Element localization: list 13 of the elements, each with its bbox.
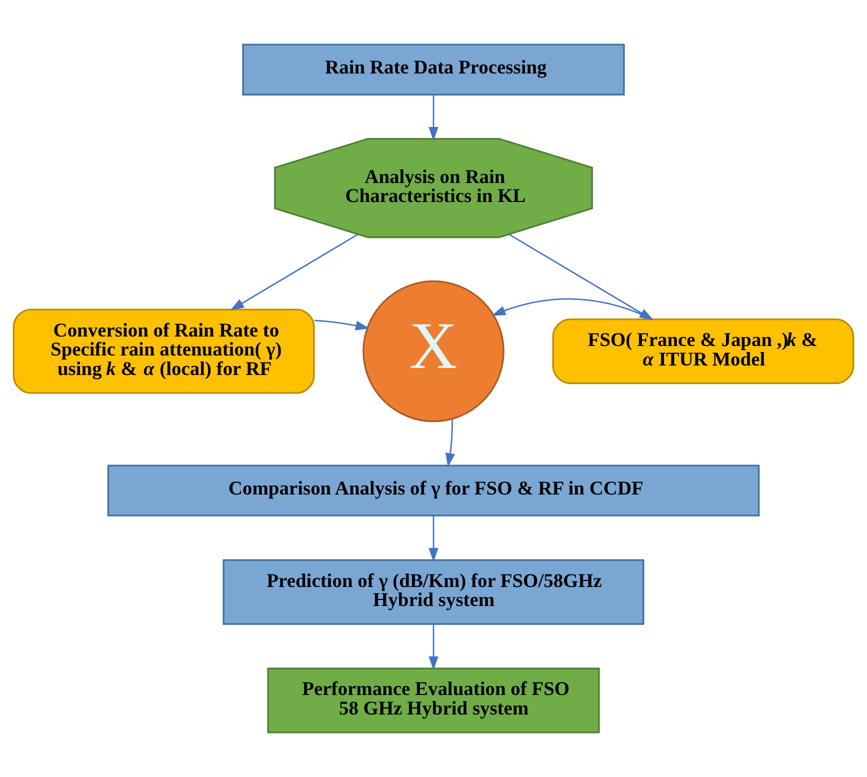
arrow bbox=[428, 516, 438, 562]
arrow bbox=[445, 418, 456, 468]
arrow bbox=[428, 94, 438, 141]
node-box: Comparison Analysis of γ for FSO & RF in CCDF bbox=[107, 464, 760, 516]
arrow bbox=[314, 320, 370, 330]
node-circle: X bbox=[362, 280, 504, 422]
node-box: Conversion of Rain Rate to Specific rain attenuation( γ) using k & α (local) for RF bbox=[12, 308, 315, 394]
node-box: Performance Evaluation of FSO 58 GHz Hybrid system bbox=[267, 668, 600, 734]
arrow bbox=[230, 234, 358, 310]
node-box: Rain Rate Data Processing bbox=[242, 44, 625, 96]
node-box: Prediction of γ (dB/Km) for FSO/58GHz Hybrid system bbox=[222, 559, 644, 625]
arrow bbox=[428, 624, 438, 670]
node-box: FSO( France & Japan ,)k & α ITUR Model bbox=[552, 318, 854, 384]
